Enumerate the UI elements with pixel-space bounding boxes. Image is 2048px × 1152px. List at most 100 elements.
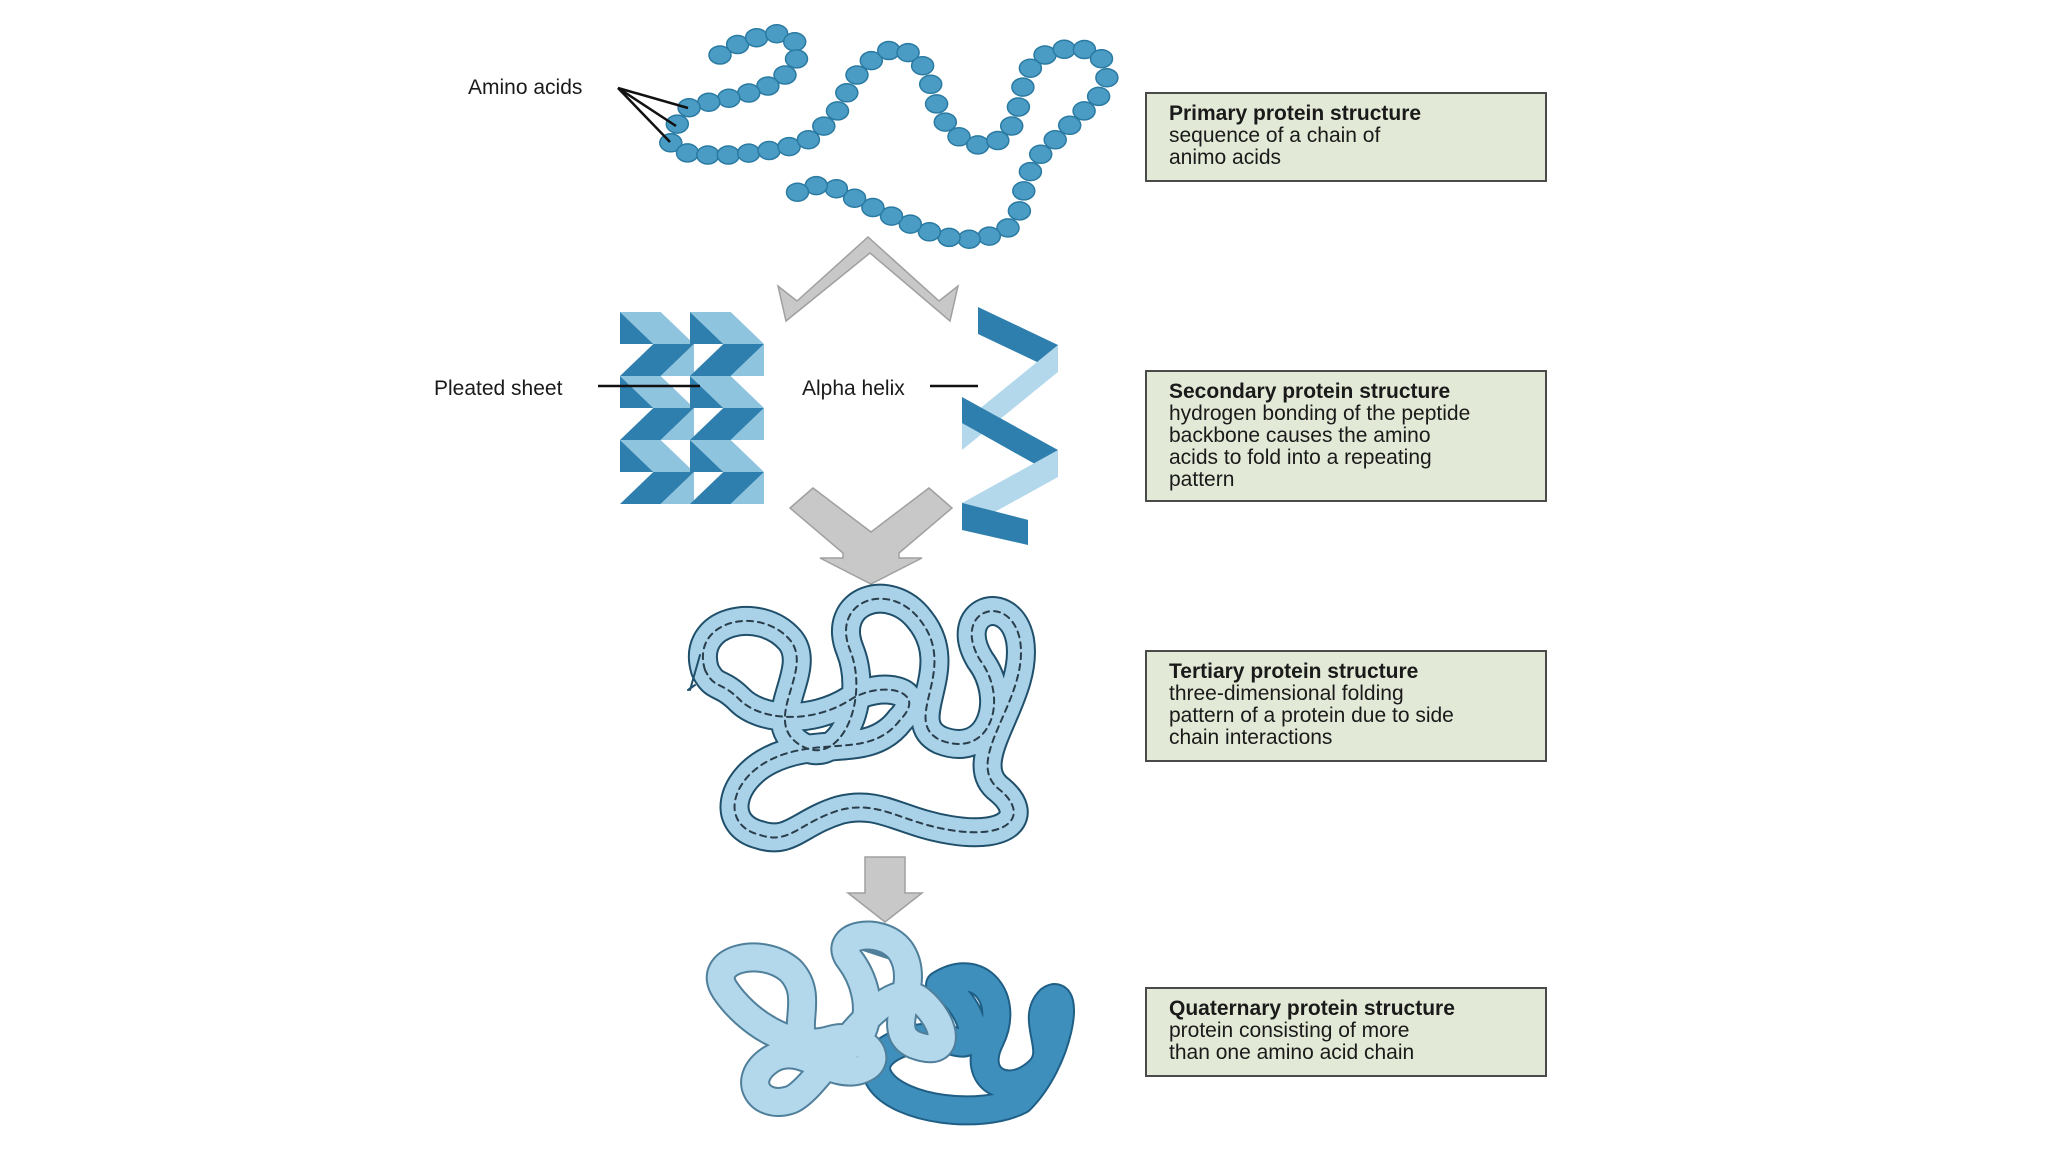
amino-acid-bead	[937, 227, 961, 248]
amino-acid-bead	[784, 49, 809, 69]
quaternary-structure-description: protein consisting of more than one amin…	[1169, 1019, 1415, 1064]
pleated-sheet-segment	[690, 440, 764, 472]
amino-acid-bead	[924, 94, 949, 114]
pleated-sheet-segment	[620, 440, 654, 472]
tertiary-structure-description: three-dimensional folding pattern of a p…	[1169, 682, 1454, 749]
amino-acids-label: Amino acids	[468, 76, 583, 99]
amino-acid-bead	[1072, 39, 1097, 60]
amino-acid-bead	[812, 116, 836, 136]
amino-acid-bead	[1089, 48, 1114, 69]
pleated-sheet-segment	[620, 376, 694, 408]
secondary-structure-description: hydrogen bonding of the peptide backbone…	[1169, 402, 1471, 491]
amino-acid-bead	[675, 143, 700, 163]
pleated-sheet-segment	[620, 376, 654, 408]
amino-acid-bead	[785, 182, 810, 202]
amino-acid-bead	[665, 114, 690, 134]
amino-acid-bead	[842, 188, 867, 208]
quaternary-structure-box: Quaternary protein structure protein con…	[1145, 987, 1547, 1077]
pleated-sheet-segment	[690, 408, 764, 440]
primary-structure-box: Primary protein structure sequence of a …	[1145, 92, 1547, 182]
amino-acid-bead	[825, 101, 850, 121]
pleated-sheet-segment	[620, 472, 694, 504]
pleated-sheet-segment	[730, 472, 764, 504]
amino-acid-bead	[917, 222, 942, 242]
amino-acid-bead	[845, 65, 869, 85]
amino-acid-bead	[696, 145, 720, 165]
amino-acid-bead	[782, 32, 807, 52]
amino-acid-bead	[947, 127, 971, 147]
amino-acid-bead	[1018, 58, 1043, 78]
amino-acid-bead	[736, 143, 761, 163]
amino-acid-bead	[697, 92, 721, 112]
amino-acid-bead	[1057, 115, 1082, 136]
amino-acid-bead	[918, 74, 943, 95]
pleated-sheet-segment	[730, 408, 764, 440]
amino-acid-bead	[717, 88, 741, 108]
secondary-structure-box: Secondary protein structure hydrogen bon…	[1145, 370, 1547, 502]
amino-acid-bead	[1086, 86, 1111, 107]
tertiary-structure-graphic	[687, 583, 1036, 853]
amino-acid-bead	[1028, 144, 1053, 165]
amino-acid-bead	[861, 197, 885, 218]
tertiary-structure-title: Tertiary protein structure	[1169, 660, 1419, 683]
amino-acid-bead	[977, 226, 1002, 246]
pleated-sheet-segment	[620, 408, 694, 440]
merge-arrow-icon	[788, 487, 954, 585]
alpha-helix-graphic	[962, 307, 1058, 545]
amino-acid-bead	[737, 83, 761, 103]
amino-acid-bead	[1018, 161, 1043, 182]
amino-acid-bead	[835, 83, 859, 103]
amino-acid-bead	[957, 229, 981, 249]
pleated-sheet-label: Pleated sheet	[434, 377, 563, 400]
amino-acid-bead	[796, 129, 821, 150]
pleated-sheet-segment	[690, 440, 724, 472]
pleated-sheet-segment	[620, 312, 694, 344]
amino-acid-bead	[877, 40, 901, 61]
amino-acid-bead	[910, 55, 935, 76]
amino-acid-bead	[898, 214, 923, 234]
amino-acid-bead	[824, 178, 849, 199]
pleated-sheet-segment	[690, 376, 764, 408]
pleated-sheet-segment	[660, 408, 694, 440]
amino-acid-bead	[996, 218, 1020, 238]
amino-acid-bead	[933, 112, 958, 132]
pleated-sheet-segment	[660, 472, 694, 504]
amino-acid-bead	[1052, 39, 1076, 60]
pleated-sheet-segment	[690, 344, 764, 376]
amino-acid-bead	[773, 65, 797, 85]
amino-acid-bead	[1011, 77, 1035, 97]
pleated-sheet-segment	[620, 312, 654, 344]
tertiary-structure-box: Tertiary protein structure three-dimensi…	[1145, 650, 1547, 762]
amino-acid-bead	[966, 135, 990, 155]
amino-acid-bead	[1072, 101, 1096, 121]
pleated-sheet-segment	[620, 344, 694, 376]
amino-acid-bead	[744, 27, 769, 48]
amino-acid-bead	[999, 116, 1024, 136]
pleated-sheet-graphic	[620, 312, 764, 504]
amino-acid-bead	[1006, 97, 1031, 117]
alpha-helix-label: Alpha helix	[802, 377, 905, 400]
primary-structure-title: Primary protein structure	[1169, 102, 1422, 125]
amino-acid-bead	[708, 45, 732, 65]
pleated-sheet-segment	[690, 312, 764, 344]
pleated-sheet-segment	[690, 472, 764, 504]
amino-acid-bead	[896, 42, 920, 63]
down-arrow-icon	[845, 856, 925, 923]
pleated-sheet-segment	[660, 344, 694, 376]
amino-acid-bead	[1012, 181, 1036, 201]
pleated-sheet-segment	[620, 440, 694, 472]
amino-acid-bead	[764, 23, 789, 44]
amino-acid-bead	[716, 145, 741, 165]
amino-acid-bead	[879, 206, 904, 226]
split-arrow-icon	[776, 235, 960, 323]
pleated-sheet-segment	[690, 312, 724, 344]
quaternary-structure-title: Quaternary protein structure	[1169, 997, 1455, 1020]
amino-acid-bead	[677, 97, 701, 118]
quaternary-structure-graphic	[705, 920, 1075, 1126]
amino-acid-bead	[757, 140, 781, 161]
amino-acid-bead	[1095, 67, 1119, 88]
amino-acid-bead	[986, 130, 1010, 151]
pleated-sheet-segment	[730, 344, 764, 376]
amino-acids-pointer-lines	[617, 86, 689, 143]
